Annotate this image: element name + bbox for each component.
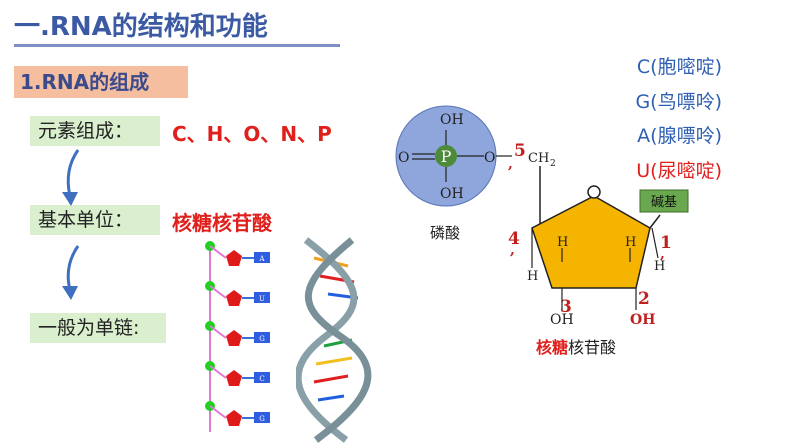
- ring-oxygen: [587, 185, 601, 199]
- ribose-ring: [531, 195, 651, 289]
- svg-text:C: C: [259, 375, 264, 383]
- svg-text:2: 2: [550, 159, 556, 169]
- ch2-group: CH: [528, 151, 549, 166]
- nucleotide-caption: 核糖核苷酸: [536, 334, 616, 358]
- nucleotide-unit: G: [205, 401, 270, 426]
- base-label: 碱基: [651, 195, 677, 210]
- phosphorus-symbol: P: [441, 147, 452, 166]
- hydrogen-c1: H: [654, 259, 665, 274]
- rna-chain-schematic: A U G C G: [205, 241, 270, 432]
- carbon-1-number: 1: [660, 233, 672, 253]
- section-heading: 1.RNA的组成: [14, 66, 188, 98]
- element-composition-value: C、H、O、N、P: [172, 122, 332, 146]
- svg-text:G: G: [259, 335, 265, 343]
- svg-text:,: ,: [660, 246, 665, 262]
- base-uracil: U(尿嘧啶): [636, 160, 722, 182]
- hydroxyl-c2: OH: [630, 312, 655, 328]
- hydroxyl-top: OH: [440, 112, 464, 128]
- base-guanine: G(鸟嘌呤): [635, 91, 722, 113]
- flow-arrow-2: [62, 245, 80, 300]
- phosphate-label: 磷酸: [430, 224, 461, 242]
- page-title: 一.RNA的结构和功能: [14, 12, 268, 42]
- svg-text:A: A: [258, 255, 265, 263]
- hydrogen-c3: H: [557, 235, 568, 250]
- basic-unit-value: 核糖核苷酸: [172, 211, 272, 235]
- svg-text:,: ,: [510, 242, 515, 258]
- oxygen-ester: O: [484, 150, 495, 166]
- hydrogen-c2: H: [625, 235, 636, 250]
- double-helix-illustration: [296, 237, 372, 443]
- phosphorus-atom: [435, 145, 457, 167]
- nucleotide-structure-diagram: P OH OH O O 5 , CH 2 碱基 4 , 1 , 3 2 H H …: [395, 105, 689, 328]
- svg-text:G: G: [259, 415, 265, 423]
- element-composition-label: 元素组成：: [30, 116, 160, 146]
- oxygen-double-bond: O: [398, 150, 409, 166]
- carbon-5-number: 5: [514, 141, 526, 161]
- nucleotide-unit: A: [205, 241, 270, 266]
- nucleotide-unit: C: [205, 361, 270, 386]
- carbon-4-number: 4: [508, 229, 520, 249]
- nucleotide-unit: U: [205, 281, 270, 306]
- carbon-2-number: 2: [638, 289, 650, 309]
- nucleotide-unit: G: [205, 321, 270, 346]
- svg-text:,: ,: [508, 156, 513, 172]
- caption-ribose: 核糖: [536, 338, 569, 357]
- hydroxyl-c3: OH: [550, 312, 574, 328]
- single-strand-label: 一般为单链:: [30, 313, 166, 343]
- caption-nucleotide: 核苷酸: [568, 338, 617, 357]
- base-box: [639, 189, 689, 213]
- flow-arrow-1: [62, 149, 80, 206]
- base-cytosine: C(胞嘧啶): [636, 56, 722, 78]
- title-divider: [14, 44, 340, 47]
- hydrogen-c4: H: [527, 269, 538, 284]
- basic-unit-label: 基本单位：: [30, 205, 160, 235]
- base-adenine: A(腺嘌呤): [637, 125, 722, 147]
- svg-text:U: U: [259, 295, 265, 303]
- hydroxyl-bottom: OH: [440, 186, 464, 202]
- carbon-3-number: 3: [560, 297, 572, 317]
